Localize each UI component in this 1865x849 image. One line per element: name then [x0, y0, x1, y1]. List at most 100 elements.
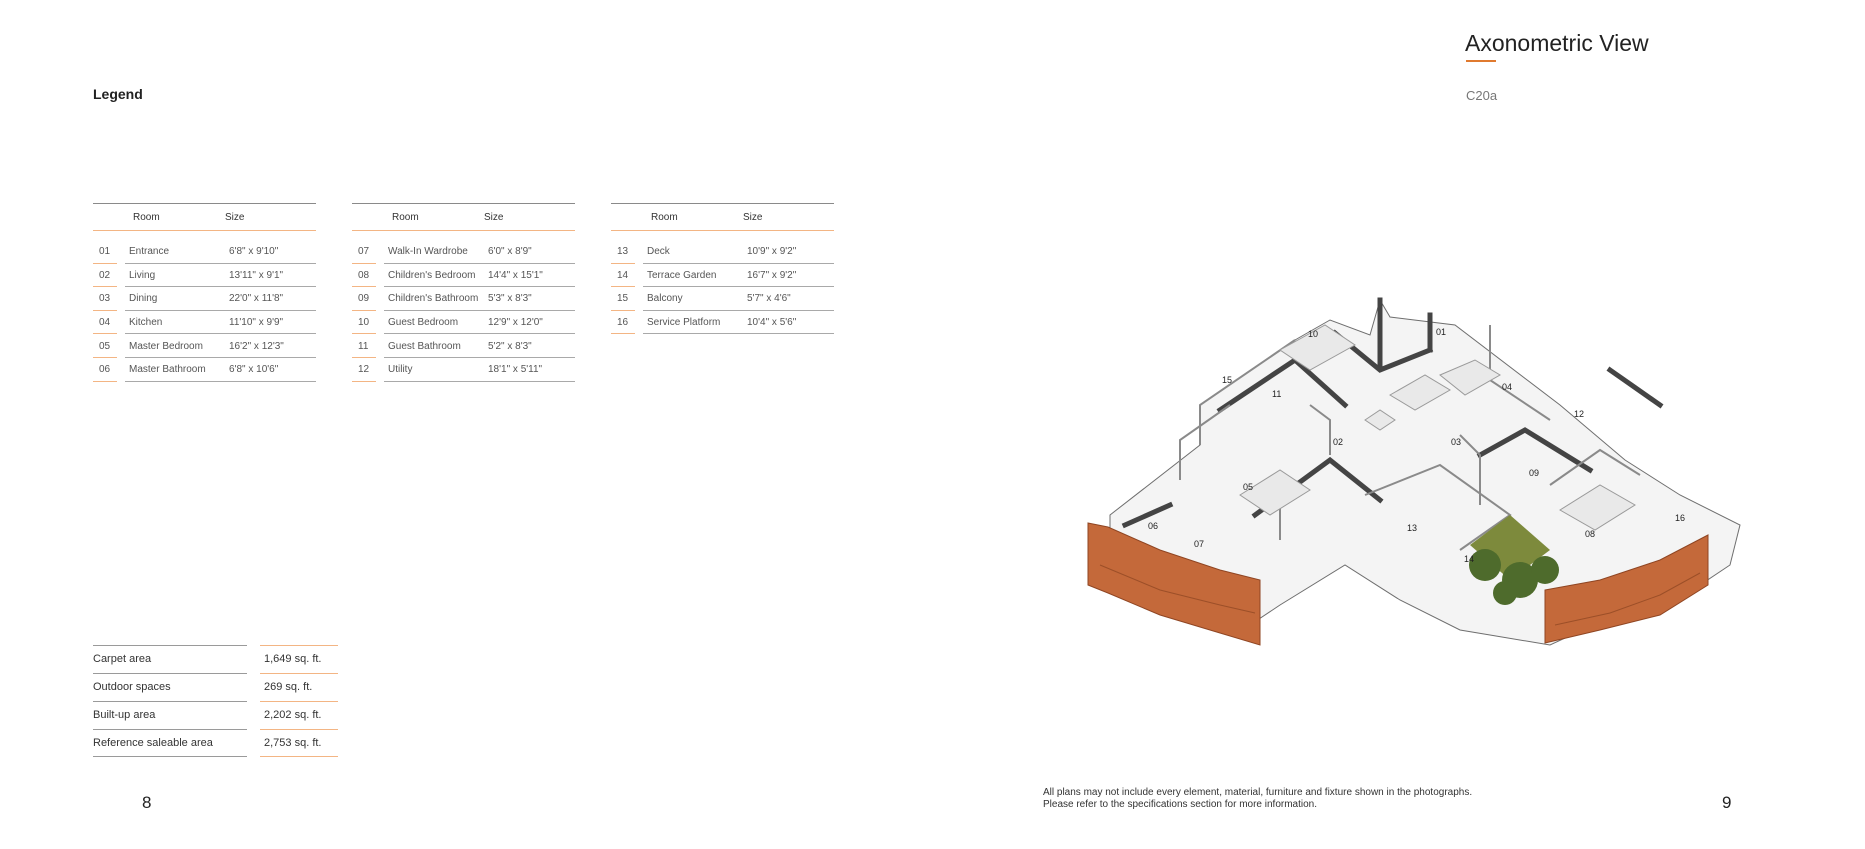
room-column-header: Room — [133, 212, 160, 223]
plan-label-01: 01 — [1436, 327, 1446, 337]
room-number: 06 — [93, 358, 121, 382]
room-size: 13'11" x 9'1" — [229, 269, 284, 281]
table-row: 11 Guest Bathroom 5'2" x 8'3" — [352, 334, 575, 358]
room-number: 07 — [352, 240, 380, 264]
room-name: Master Bedroom — [129, 340, 203, 352]
room-name: Children's Bedroom — [388, 269, 476, 281]
room-name: Master Bathroom — [129, 364, 206, 376]
room-number: 05 — [93, 334, 121, 358]
room-size: 6'8" x 9'10" — [229, 246, 279, 258]
table-row: 09 Children's Bathroom 5'3" x 8'3" — [352, 287, 575, 311]
size-column-header: Size — [484, 212, 504, 223]
area-label: Carpet area — [93, 645, 247, 673]
room-name: Children's Bathroom — [388, 293, 479, 305]
facade-left — [1087, 522, 1261, 646]
garden-trees — [1469, 549, 1559, 605]
area-value: 2,753 sq. ft. — [260, 729, 338, 757]
plan-label-14: 14 — [1464, 554, 1474, 564]
room-number: 12 — [352, 358, 380, 382]
room-name: Dining — [129, 293, 158, 305]
room-name: Service Platform — [647, 317, 721, 329]
plan-label-09: 09 — [1529, 468, 1539, 478]
disclaimer-line-1: All plans may not include every element,… — [1043, 787, 1473, 798]
area-value: 2,202 sq. ft. — [260, 701, 338, 729]
plan-label-04: 04 — [1502, 382, 1512, 392]
plan-label-12: 12 — [1574, 409, 1584, 419]
table-header: Room Size — [611, 204, 834, 231]
room-number: 14 — [611, 264, 639, 288]
size-column-header: Size — [225, 212, 245, 223]
plan-label-15: 15 — [1222, 375, 1232, 385]
room-number: 11 — [352, 334, 380, 358]
room-column-header: Room — [651, 212, 678, 223]
room-number: 03 — [93, 287, 121, 311]
legend-title: Legend — [93, 86, 143, 102]
size-column-header: Size — [743, 212, 763, 223]
table-row: 01 Entrance 6'8" x 9'10" — [93, 240, 316, 264]
table-row: 03 Dining 22'0" x 11'8" — [93, 287, 316, 311]
plan-label-03: 03 — [1451, 437, 1461, 447]
room-name: Guest Bathroom — [388, 340, 461, 352]
room-size: 5'3" x 8'3" — [488, 293, 532, 305]
room-size: 16'7" x 9'2" — [747, 269, 797, 281]
terrace-garden-lawn — [1470, 515, 1550, 580]
room-name: Terrace Garden — [647, 269, 717, 281]
plan-label-16: 16 — [1675, 513, 1685, 523]
table-row: 14 Terrace Garden 16'7" x 9'2" — [611, 264, 834, 288]
room-name: Living — [129, 269, 156, 281]
room-size: 14'4" x 15'1" — [488, 269, 543, 281]
table-row: 06 Master Bathroom 6'8" x 10'6" — [93, 358, 316, 382]
axonometric-floor-plan: 01 02 03 04 05 06 07 08 09 10 11 12 13 1… — [1087, 297, 1741, 646]
table-row: 04 Kitchen 11'10" x 9'9" — [93, 311, 316, 335]
table-row: 13 Deck 10'9" x 9'2" — [611, 240, 834, 264]
area-label: Outdoor spaces — [93, 673, 247, 701]
disclaimer: All plans may not include every element,… — [1043, 787, 1472, 811]
room-name: Balcony — [647, 293, 683, 305]
plan-label-05: 05 — [1243, 482, 1253, 492]
area-value: 269 sq. ft. — [260, 673, 338, 701]
floor-slab — [1109, 298, 1741, 646]
room-size: 6'8" x 10'6" — [229, 364, 279, 376]
plan-label-07: 07 — [1194, 539, 1204, 549]
room-name: Walk-In Wardrobe — [388, 246, 468, 258]
room-number: 02 — [93, 264, 121, 288]
room-size: 16'2" x 12'3" — [229, 340, 284, 352]
room-size: 10'9" x 9'2" — [747, 246, 797, 258]
table-row: 02 Living 13'11" x 9'1" — [93, 264, 316, 288]
room-size: 5'7" x 4'6" — [747, 293, 791, 305]
facade-right — [1544, 534, 1709, 644]
room-name: Utility — [388, 364, 413, 376]
room-size: 11'10" x 9'9" — [229, 317, 284, 329]
room-name: Deck — [647, 246, 670, 258]
room-size: 12'9" x 12'0" — [488, 317, 543, 329]
view-title: Axonometric View — [1465, 30, 1649, 56]
room-size: 5'2" x 8'3" — [488, 340, 532, 352]
table-header: Room Size — [352, 204, 575, 231]
plan-label-11: 11 — [1272, 389, 1281, 399]
page-number-left: 8 — [142, 793, 152, 812]
room-table-1: Room Size 01 Entrance 6'8" x 9'10" 02 Livin… — [93, 203, 316, 382]
plan-label-02: 02 — [1333, 437, 1343, 447]
furniture — [1239, 324, 1636, 531]
plan-label-06: 06 — [1148, 521, 1158, 531]
room-name: Entrance — [129, 246, 170, 258]
room-name: Kitchen — [129, 317, 163, 329]
title-accent-rule — [1466, 60, 1496, 62]
room-number: 13 — [611, 240, 639, 264]
room-number: 04 — [93, 311, 121, 335]
room-size: 10'4" x 5'6" — [747, 317, 797, 329]
room-number: 01 — [93, 240, 121, 264]
room-number: 15 — [611, 287, 639, 311]
room-number: 09 — [352, 287, 380, 311]
room-size: 22'0" x 11'8" — [229, 293, 284, 305]
area-row: Outdoor spaces 269 sq. ft. — [93, 673, 338, 701]
table-row: 05 Master Bedroom 16'2" x 12'3" — [93, 334, 316, 358]
